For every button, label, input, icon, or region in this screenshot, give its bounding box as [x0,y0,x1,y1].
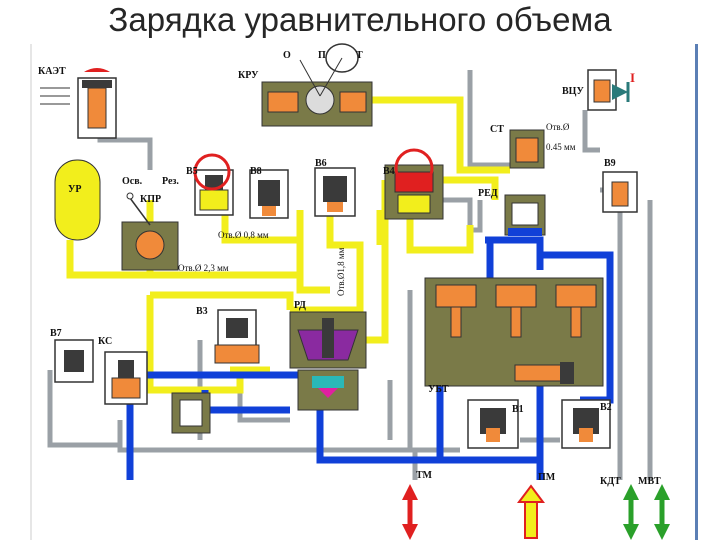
b1-valve [467,399,519,449]
label-otv-08: Отв.Ø 0,8 мм [218,230,269,240]
label-t: Т [356,50,363,61]
label-ubt: УБТ [428,384,449,395]
label-mvt: МВТ [638,476,661,487]
label-ks: КС [98,336,113,347]
label-kpr: КПР [140,194,162,205]
kaet-valve [40,68,117,139]
label-mm-045: 0.45 мм [546,142,576,152]
b2-valve [561,399,611,449]
rd-valve [289,311,367,411]
ks-valve [104,351,148,405]
label-o: О [283,50,291,61]
label-res: Рез. [162,176,179,187]
label-red: РЕД [478,188,498,199]
label-b8: В8 [250,166,262,177]
label-b5: В5 [186,166,198,177]
b9-valve [602,171,638,213]
label-b6: В6 [315,158,327,169]
label-tm: ТМ [416,470,432,481]
red-reducer [504,194,546,236]
tm-arrow [402,484,418,540]
label-vcu: ВЦУ [562,86,584,97]
label-kdt: КДТ [600,476,621,487]
label-ur: УР [68,184,82,195]
mvt-arrow [654,484,670,540]
ubt-block [424,277,604,387]
b4-valve [384,148,444,220]
label-otv-045: Отв.Ø [546,122,570,132]
kpr-valve [121,192,179,271]
label-st: СТ [490,124,504,135]
page-title: Зарядка уравнительного объема [108,1,612,38]
label-i-mark: I [630,70,636,85]
b7-valve [54,339,94,383]
label-rd: РД [294,300,306,311]
st-valve [509,129,545,169]
label-b9: В9 [604,158,616,169]
label-b4: В4 [383,166,395,177]
bottom-valve [171,392,211,434]
b3-valve [214,309,260,364]
label-pm: ПМ [538,472,556,483]
label-osv: Осв. [122,176,143,187]
b6-valve [314,167,356,217]
label-b2: В2 [600,402,612,413]
label-b3: В3 [196,306,208,317]
kdt-arrow [623,484,639,540]
label-kru: КРУ [238,70,259,81]
b8-valve [249,169,289,219]
label-b7: В7 [50,328,62,339]
ur-reservoir [54,159,101,241]
b5-valve [193,153,234,216]
label-kaet: КАЭТ [38,66,66,77]
yellow-pipes [66,96,510,394]
vcu-valve [587,69,630,111]
label-otv-23: Отв.Ø 2,3 мм [178,263,229,273]
pm-arrow [517,484,545,539]
label-b1: В1 [512,404,524,415]
kru-block [261,43,373,127]
label-p: П [318,50,326,61]
label-otv-18: Отв.Ø1,8 мм [336,247,346,296]
